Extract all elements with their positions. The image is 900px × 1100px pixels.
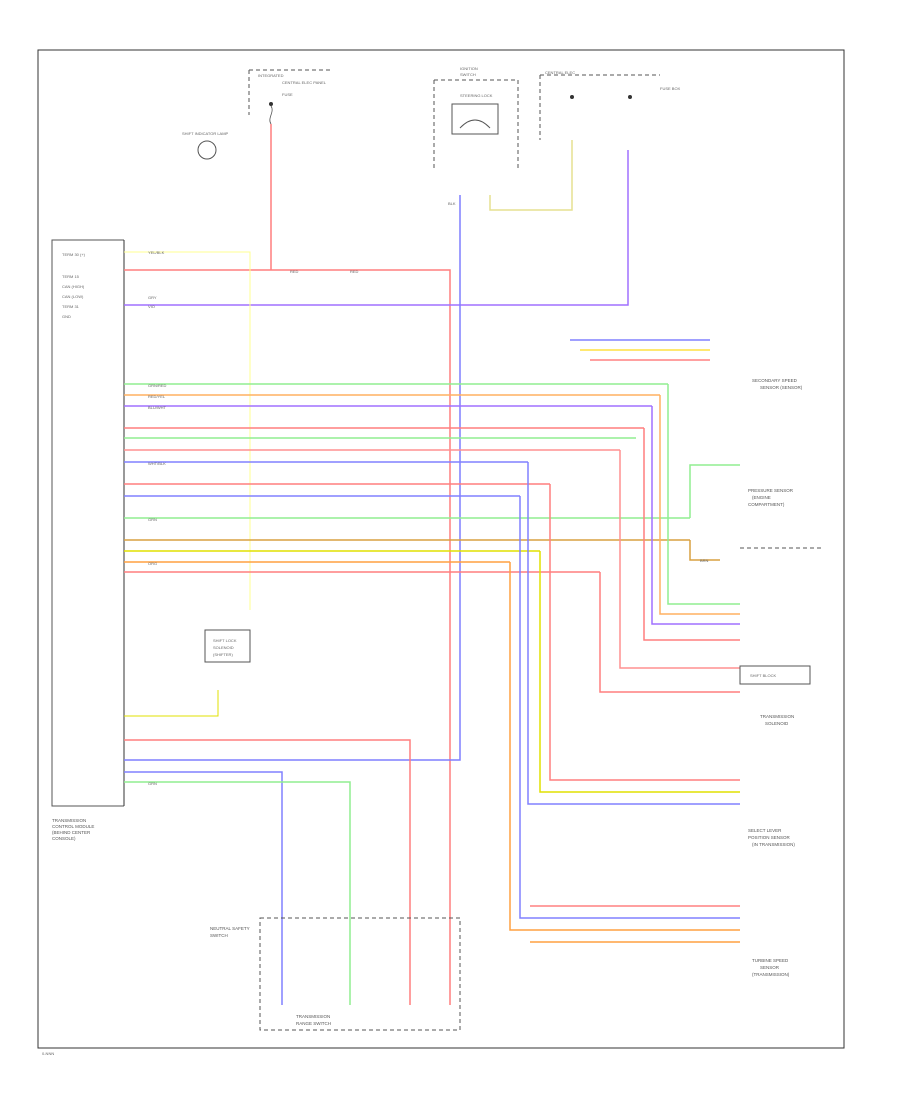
- svg-text:SHIFT LOCK: SHIFT LOCK: [213, 638, 237, 643]
- wire-ign: [489, 140, 573, 211]
- svg-text:INTEGRATED: INTEGRATED: [258, 73, 284, 78]
- svg-text:CAN (LOW): CAN (LOW): [62, 294, 84, 299]
- footer-code: 0-NNN: [42, 1051, 54, 1056]
- steering-lock-box: [451, 103, 499, 135]
- svg-text:SELECT LEVER: SELECT LEVER: [748, 828, 782, 833]
- wire-blue: [124, 195, 461, 761]
- svg-text:ORG: ORG: [148, 561, 157, 566]
- svg-text:SOLENOID: SOLENOID: [213, 645, 234, 650]
- select-lever-sensor: SELECT LEVER POSITION SENSOR (IN TRANSMI…: [748, 828, 795, 847]
- fuse-right: CENTRAL ELEC FUSE BOX: [539, 70, 681, 140]
- svg-text:TERM 31: TERM 31: [62, 304, 80, 309]
- svg-text:SENSOR: SENSOR: [760, 965, 780, 970]
- transmission-solenoid: TRANSMISSION SOLENOID: [760, 714, 794, 726]
- wire-purple: [124, 150, 629, 306]
- secondary-speed-sensor: SECONDARY SPEED SENSOR (SENSOR): [752, 378, 803, 390]
- pressure-sensor: PRESSURE SENSOR (ENGINE COMPARTMENT): [748, 488, 794, 507]
- svg-text:(SHIFTER): (SHIFTER): [213, 652, 233, 657]
- svg-text:RED: RED: [290, 269, 299, 274]
- svg-text:SENSOR (SENSOR): SENSOR (SENSOR): [760, 385, 803, 390]
- svg-text:(ENGINE: (ENGINE: [752, 495, 771, 500]
- svg-text:SHIFT INDICATOR LAMP: SHIFT INDICATOR LAMP: [182, 131, 229, 136]
- svg-text:GRN: GRN: [148, 781, 157, 786]
- svg-text:WHT/BLK: WHT/BLK: [148, 461, 166, 466]
- fuse-left: INTEGRATED CENTRAL ELEC PANEL FUSE: [248, 69, 330, 125]
- svg-text:VIO: VIO: [148, 304, 155, 309]
- wire-yellow: [124, 251, 251, 610]
- svg-text:TERM 30 (+): TERM 30 (+): [62, 252, 86, 257]
- svg-text:TURBINE SPEED: TURBINE SPEED: [752, 958, 789, 963]
- svg-text:COMPARTMENT): COMPARTMENT): [748, 502, 785, 507]
- transmission-range-switch: NEUTRAL SAFETY SWITCH TRANSMISSION RANGE…: [210, 917, 461, 1031]
- svg-text:IGNITION: IGNITION: [460, 66, 478, 71]
- diagram-frame: [37, 49, 845, 1049]
- svg-text:GND: GND: [62, 314, 71, 319]
- svg-text:POSITION SENSOR: POSITION SENSOR: [748, 835, 791, 840]
- wire-term30: [124, 269, 451, 1005]
- svg-text:CENTRAL ELEC: CENTRAL ELEC: [545, 70, 575, 75]
- svg-text:STEERING LOCK: STEERING LOCK: [460, 93, 493, 98]
- svg-text:NEUTRAL SAFETY: NEUTRAL SAFETY: [210, 926, 250, 931]
- transmission-control-module: TERM 30 (+) TERM 15 CAN (HIGH) CAN (LOW)…: [51, 239, 125, 841]
- svg-text:GRY: GRY: [148, 295, 157, 300]
- svg-text:BRN: BRN: [700, 558, 709, 563]
- wire-bundle: [124, 383, 690, 573]
- svg-text:RED: RED: [350, 269, 359, 274]
- shift-lock-solenoid: SHIFT LOCK SOLENOID (SHIFTER): [204, 629, 251, 663]
- svg-text:(BEHIND CENTER: (BEHIND CENTER: [52, 830, 91, 835]
- svg-text:PRESSURE SENSOR: PRESSURE SENSOR: [748, 488, 794, 493]
- svg-text:SWITCH: SWITCH: [210, 933, 228, 938]
- svg-text:GRN/RED: GRN/RED: [148, 383, 167, 388]
- svg-text:SWITCH: SWITCH: [460, 72, 476, 77]
- svg-text:GRN: GRN: [148, 517, 157, 522]
- svg-text:FUSE BOX: FUSE BOX: [660, 86, 681, 91]
- turbine-speed-sensor: TURBINE SPEED SENSOR (TRANSMISSION): [752, 958, 790, 977]
- svg-text:(IN TRANSMISSION): (IN TRANSMISSION): [752, 842, 795, 847]
- svg-text:BLU/WHT: BLU/WHT: [148, 405, 167, 410]
- shift-block-box: [739, 665, 811, 685]
- svg-text:SHIFT BLOCK: SHIFT BLOCK: [750, 673, 776, 678]
- svg-text:SOLENOID: SOLENOID: [765, 721, 789, 726]
- svg-text:TRANSMISSION: TRANSMISSION: [760, 714, 794, 719]
- svg-text:YEL/BLK: YEL/BLK: [148, 250, 165, 255]
- ignition-switch: IGNITION SWITCH STEERING LOCK: [433, 66, 519, 168]
- svg-text:RANGE SWITCH: RANGE SWITCH: [296, 1021, 331, 1026]
- svg-text:CENTRAL ELEC PANEL: CENTRAL ELEC PANEL: [282, 80, 327, 85]
- svg-text:CAN (HIGH): CAN (HIGH): [62, 284, 85, 289]
- svg-text:TRANSMISSION: TRANSMISSION: [52, 818, 86, 823]
- svg-text:RED/YEL: RED/YEL: [148, 394, 166, 399]
- svg-text:TRANSMISSION: TRANSMISSION: [296, 1014, 330, 1019]
- svg-text:FUSE: FUSE: [282, 92, 293, 97]
- shift-indicator-lamp: SHIFT INDICATOR LAMP: [182, 131, 229, 160]
- svg-text:(TRANSMISSION): (TRANSMISSION): [752, 972, 790, 977]
- svg-text:BLK: BLK: [448, 201, 456, 206]
- svg-text:TERM 15: TERM 15: [62, 274, 80, 279]
- svg-text:CONSOLE): CONSOLE): [52, 836, 76, 841]
- svg-text:CONTROL MODULE: CONTROL MODULE: [52, 824, 94, 829]
- svg-text:SECONDARY SPEED: SECONDARY SPEED: [752, 378, 798, 383]
